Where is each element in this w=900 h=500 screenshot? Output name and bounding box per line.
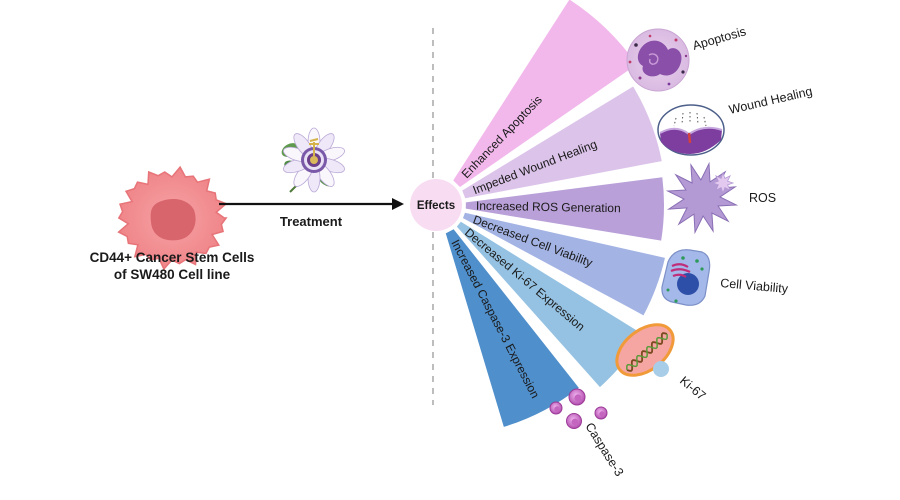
treatment-arrow: [219, 198, 404, 210]
ki67-dna-icon: [615, 323, 675, 377]
effect-segment: [456, 221, 644, 388]
effect-segment: [462, 212, 665, 316]
treatment-label: Treatment: [280, 214, 343, 229]
effect-label: Increased ROS Generation: [476, 199, 621, 216]
source-label-line2: of SW480 Cell line: [114, 267, 231, 282]
icon-label-ki67: Ki-67: [677, 374, 708, 404]
effect-segment: [453, 0, 637, 187]
effect-segment: [462, 86, 662, 199]
icon-label-apoptosis: Apoptosis: [691, 24, 748, 53]
effects-hub-label: Effects: [417, 200, 455, 212]
caspase-nucleus: [554, 406, 560, 412]
effect-segment: [445, 229, 579, 427]
apoptotic-cell-icon: [626, 28, 690, 92]
icon-label-cell-viability: Cell Viability: [720, 276, 790, 296]
passion-flower-icon: [281, 127, 345, 193]
wound-icon: [657, 104, 725, 156]
caspase-nucleus: [571, 418, 579, 426]
caspase-nucleus: [574, 394, 582, 402]
effects-hub: [410, 179, 462, 231]
ros-burst-icon: [665, 161, 739, 235]
cell-icon: [661, 249, 711, 306]
icon-label-caspase3: Caspase-3: [582, 420, 626, 479]
caspase-cells-icon: [549, 388, 608, 429]
icon-label-ros: ROS: [749, 191, 776, 205]
cancer-stem-cell-icon: [117, 165, 228, 271]
effect-segment: [465, 177, 664, 241]
icon-label-wound-healing: Wound Healing: [728, 84, 814, 117]
source-label-line1: CD44+ Cancer Stem Cells: [90, 250, 255, 265]
caspase-nucleus: [599, 411, 605, 417]
nucleus-icon: [150, 198, 196, 241]
